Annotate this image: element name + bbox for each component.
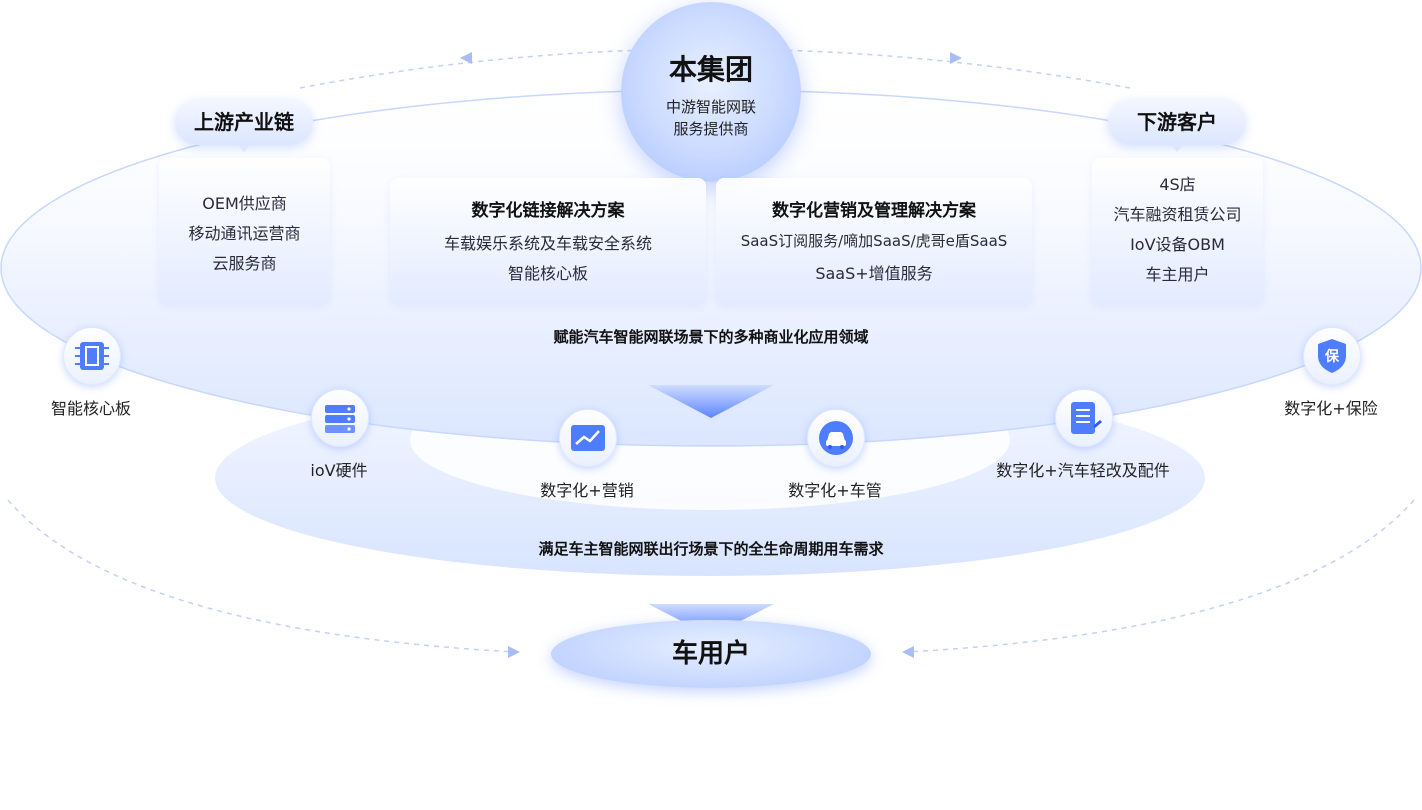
downstream-item: 汽车融资租赁公司 (1113, 205, 1242, 224)
upstream-card: OEM供应商 移动通讯运营商 云服务商 (159, 158, 330, 304)
application-label: 数字化+营销 (540, 481, 634, 500)
trend-chart-icon (559, 409, 617, 467)
upstream-label: 上游产业链 (175, 99, 313, 152)
application-label: ioV硬件 (310, 461, 368, 480)
insurance-shield-icon: 保 (1303, 327, 1361, 385)
arrowhead-top-right (950, 52, 962, 64)
upstream-item: 移动通讯运营商 (188, 224, 301, 243)
marketing-solution-item: SaaS+增值服务 (815, 264, 933, 283)
arrowhead-top-left (460, 52, 472, 64)
shield-glyph: 保 (1324, 348, 1340, 365)
downstream-card: 4S店 汽车融资租赁公司 IoV设备OBM 车主用户 (1092, 158, 1263, 304)
group-circle: 本集团 中游智能网联 服务提供商 (621, 2, 801, 182)
application-label: 数字化+保险 (1284, 399, 1378, 418)
connect-solution-item: 智能核心板 (507, 264, 588, 283)
downstream-label: 下游客户 (1108, 99, 1246, 152)
group-title: 本集团 (668, 53, 753, 86)
downstream-item: 4S店 (1159, 175, 1196, 194)
group-subtitle-line2: 服务提供商 (673, 120, 749, 138)
downstream-item: IoV设备OBM (1130, 235, 1225, 254)
upstream-item: OEM供应商 (202, 194, 287, 213)
business-caption: 赋能汽车智能网联场景下的多种商业化应用领域 (553, 328, 869, 346)
marketing-solution-title: 数字化营销及管理解决方案 (772, 201, 976, 221)
car-icon (807, 409, 865, 467)
marketing-solution-card: 数字化营销及管理解决方案 SaaS订阅服务/嘀加SaaS/虎哥e盾SaaS Sa… (716, 178, 1032, 304)
end-user-ellipse: 车用户 (551, 620, 871, 688)
connect-solution-title: 数字化链接解决方案 (471, 201, 625, 221)
document-list-icon (1055, 389, 1113, 447)
application-label: 智能核心板 (50, 399, 131, 418)
arrowhead-right (902, 646, 914, 658)
downstream-item: 车主用户 (1145, 265, 1210, 284)
application-label: 数字化+汽车轻改及配件 (996, 461, 1170, 480)
lifecycle-caption: 满足车主智能网联出行场景下的全生命周期用车需求 (538, 540, 884, 558)
connect-solution-item: 车载娱乐系统及车载安全系统 (443, 234, 652, 253)
dashed-arc-left (7, 499, 516, 653)
upstream-item: 云服务商 (212, 254, 277, 273)
connect-solution-card: 数字化链接解决方案 车载娱乐系统及车载安全系统 智能核心板 (390, 178, 706, 304)
down-arrow-1 (648, 385, 774, 418)
server-hardware-icon (311, 389, 369, 447)
group-subtitle-line1: 中游智能网联 (665, 98, 756, 116)
arrowhead-left (508, 646, 520, 658)
dashed-arc-right (906, 499, 1415, 653)
marketing-solution-item: SaaS订阅服务/嘀加SaaS/虎哥e盾SaaS (740, 232, 1008, 250)
circuit-board-icon (63, 327, 121, 385)
application-label: 数字化+车管 (788, 481, 882, 500)
